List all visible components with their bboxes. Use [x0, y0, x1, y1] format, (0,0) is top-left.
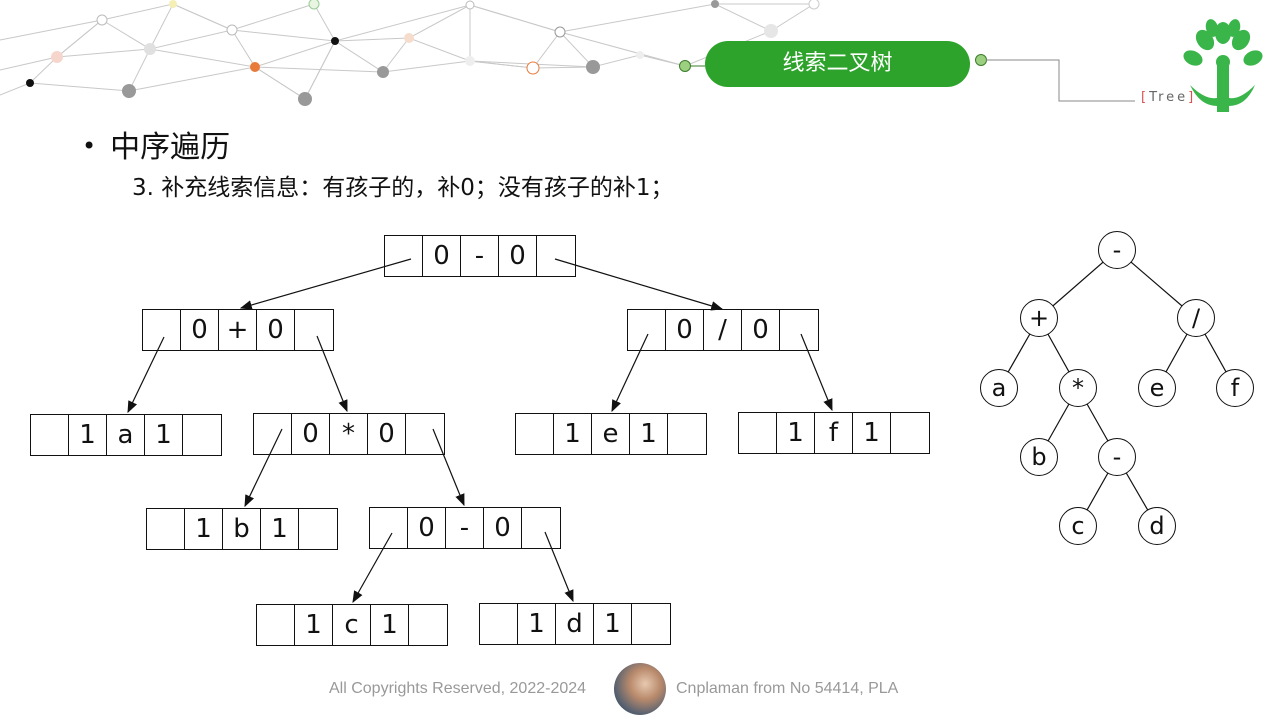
- thread-node-plus: 0 + 0: [142, 309, 334, 351]
- bullet-text: 中序遍历: [110, 130, 231, 165]
- thread-node-root: 0 - 0: [384, 235, 576, 277]
- ltag-cell: [385, 236, 423, 276]
- bullet-dot-icon: •: [82, 132, 97, 160]
- ltag-cell: [739, 413, 777, 453]
- thread-node-b: 1 b 1: [146, 508, 338, 550]
- right-flag-cell: 1: [594, 604, 632, 644]
- ltag-cell: [143, 310, 181, 350]
- tree-node: f: [1216, 369, 1254, 407]
- ltag-cell: [370, 508, 408, 548]
- right-flag-cell: 0: [484, 508, 522, 548]
- thread-node-f: 1 f 1: [738, 412, 930, 454]
- right-flag-cell: 1: [261, 509, 299, 549]
- left-flag-cell: 0: [423, 236, 461, 276]
- right-flag-cell: 1: [371, 605, 409, 645]
- tree-logo-icon: [1183, 19, 1263, 112]
- section-title: 线索二叉树: [782, 51, 893, 76]
- tree-node: *: [1059, 369, 1097, 407]
- tree-node: /: [1177, 299, 1215, 337]
- left-flag-cell: 1: [185, 509, 223, 549]
- subtitle: 3. 补充线索信息：有孩子的，补0；没有孩子的补1；: [132, 175, 674, 201]
- thread-node-a: 1 a 1: [30, 414, 222, 456]
- left-flag-cell: 1: [777, 413, 815, 453]
- tree-node: d: [1138, 507, 1176, 545]
- tag-open-bracket: [: [1141, 90, 1150, 105]
- tree-node: -: [1098, 231, 1136, 269]
- thread-node-e: 1 e 1: [515, 413, 707, 455]
- data-cell: d: [556, 604, 594, 644]
- data-cell: c: [333, 605, 371, 645]
- right-flag-cell: 1: [145, 415, 183, 455]
- thread-node-mul: 0 * 0: [253, 413, 445, 455]
- data-cell: *: [330, 414, 368, 454]
- thread-node-d: 1 d 1: [479, 603, 671, 645]
- data-cell: -: [446, 508, 484, 548]
- left-flag-cell: 1: [69, 415, 107, 455]
- left-flag-cell: 1: [295, 605, 333, 645]
- ltag-cell: [254, 414, 292, 454]
- tree-node: -: [1098, 438, 1136, 476]
- left-flag-cell: 0: [666, 310, 704, 350]
- thread-node-minus: 0 - 0: [369, 507, 561, 549]
- tree-node: a: [980, 369, 1018, 407]
- thread-node-c: 1 c 1: [256, 604, 448, 646]
- ltag-cell: [628, 310, 666, 350]
- tree-node: +: [1020, 299, 1058, 337]
- ltag-cell: [147, 509, 185, 549]
- section-title-pill: 线索二叉树: [705, 41, 970, 87]
- thread-node-div: 0 / 0: [627, 309, 819, 351]
- left-flag-cell: 1: [518, 604, 556, 644]
- avatar: [614, 663, 666, 715]
- tree-node: c: [1059, 507, 1097, 545]
- right-flag-cell: 1: [630, 414, 668, 454]
- tree-node: e: [1138, 369, 1176, 407]
- data-cell: e: [592, 414, 630, 454]
- ltag-cell: [516, 414, 554, 454]
- data-cell: b: [223, 509, 261, 549]
- data-cell: a: [107, 415, 145, 455]
- right-flag-cell: 0: [257, 310, 295, 350]
- ltag-cell: [480, 604, 518, 644]
- ltag-cell: [257, 605, 295, 645]
- right-flag-cell: 0: [499, 236, 537, 276]
- data-cell: f: [815, 413, 853, 453]
- left-flag-cell: 0: [408, 508, 446, 548]
- data-cell: +: [219, 310, 257, 350]
- ltag-cell: [31, 415, 69, 455]
- copyright-text: All Copyrights Reserved, 2022-2024: [329, 680, 587, 697]
- data-cell: /: [704, 310, 742, 350]
- left-flag-cell: 1: [554, 414, 592, 454]
- network-decoration: [0, 0, 1263, 112]
- author-text: Cnplaman from No 54414, PLA: [676, 680, 899, 697]
- left-flag-cell: 0: [292, 414, 330, 454]
- right-flag-cell: 0: [368, 414, 406, 454]
- tag-text: Tree: [1149, 90, 1189, 105]
- left-flag-cell: 0: [181, 310, 219, 350]
- bullet-heading: • 中序遍历: [82, 122, 230, 166]
- tree-tag: [Tree]: [1141, 90, 1196, 105]
- right-flag-cell: 1: [853, 413, 891, 453]
- tree-node: b: [1020, 438, 1058, 476]
- right-flag-cell: 0: [742, 310, 780, 350]
- data-cell: -: [461, 236, 499, 276]
- tag-close-bracket: ]: [1188, 90, 1197, 105]
